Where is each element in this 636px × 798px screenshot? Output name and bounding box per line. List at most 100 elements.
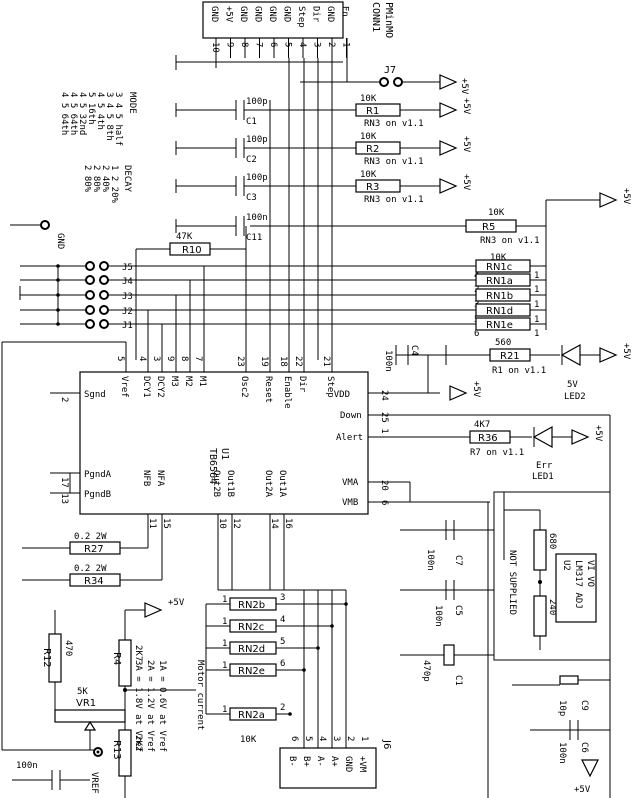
conn1-pin-number: 3	[312, 42, 322, 47]
svg-text:24: 24	[379, 390, 389, 401]
rn1-pin: 6	[474, 329, 479, 339]
rn1-pin: 1	[534, 271, 539, 281]
svg-text:U2: U2	[561, 560, 571, 571]
u1-pin-number: 15	[161, 518, 171, 529]
supply-label: +5V	[461, 174, 471, 191]
resistor-value: 10K	[360, 94, 377, 104]
u1-part: TB6564	[207, 448, 218, 484]
j6-pin-number: 4	[317, 736, 327, 741]
rn2-pin: 1	[222, 705, 227, 715]
conn1-ref: CONN1	[370, 2, 381, 32]
svg-text:VREF: VREF	[89, 772, 99, 794]
svg-text:R21: R21	[500, 351, 520, 362]
jumper-label: J2	[122, 307, 133, 317]
j6-pin-label: GND	[343, 756, 353, 772]
rn1-element-label: RN1c	[486, 262, 512, 273]
supply-arrow-icon	[439, 178, 458, 194]
svg-text:NOT SUPPLIED: NOT SUPPLIED	[507, 550, 517, 615]
jumper-pin	[85, 319, 95, 329]
conn1-pin-label: GND	[325, 6, 335, 22]
decay-table: DECAY 1 2 20%2 40%2 80%2 80%	[82, 165, 132, 204]
svg-text:+5V: +5V	[459, 78, 469, 95]
svg-text:2K2: 2K2	[133, 735, 143, 751]
resistor-ref: R1	[366, 106, 379, 117]
svg-text:C4: C4	[409, 345, 419, 356]
j6-pin-number: 3	[331, 736, 341, 741]
regulator-section: VI VO LM317 ADJ U2 680 240 NOT SUPPLIED	[493, 491, 611, 661]
j6-pin-label: A-	[315, 756, 325, 767]
conn1-pin-number: 9	[225, 42, 235, 47]
rn2-element-label: RN2d	[238, 644, 265, 655]
conn1-pin-label: GND	[267, 6, 277, 22]
ic-u1: TB6564 U1 5Vref4DCY13DCY29M38M27M123Osc2…	[50, 356, 610, 530]
u1-pin-number: 16	[283, 518, 293, 529]
svg-text:VMB: VMB	[342, 498, 358, 508]
svg-text:5K: 5K	[77, 687, 88, 697]
jumper-pin	[99, 290, 109, 300]
svg-text:10p: 10p	[557, 700, 567, 716]
supply-arrow-icon	[439, 74, 458, 90]
mode-jumpers: J5RN1c41J4RN1a21J3RN1b31J2RN1d51J1RN1e61	[19, 259, 546, 372]
capacitor-value: 100n	[246, 213, 268, 223]
jumper-pin	[85, 305, 95, 315]
led-icon	[560, 343, 581, 367]
svg-text:+5V: +5V	[168, 598, 185, 608]
conn1-pin-label: Dir	[311, 6, 321, 23]
signal-wires	[175, 38, 348, 360]
jumper-pin	[85, 275, 95, 285]
decay-row: 2 40%	[100, 165, 110, 193]
resistor-value: 10K	[360, 170, 377, 180]
led-icon	[532, 425, 553, 449]
svg-text:100n: 100n	[16, 761, 38, 771]
rn1-element-label: RN1d	[486, 306, 513, 317]
svg-text:Motor current: Motor current	[195, 660, 205, 730]
conn1-pin-label: GND	[209, 6, 219, 22]
svg-text:VR1: VR1	[76, 698, 96, 709]
jumper-label: J3	[122, 292, 133, 302]
u1-pin-name: Osc2	[239, 376, 249, 398]
svg-text:10K: 10K	[490, 253, 507, 263]
jumper-pin	[99, 275, 109, 285]
u1-pin-number: 9	[165, 356, 175, 361]
conn1-pin-label: GND	[253, 6, 263, 22]
svg-text:5V: 5V	[567, 380, 578, 390]
svg-text:100n: 100n	[557, 742, 567, 764]
u1-ref: U1	[219, 448, 230, 460]
output-capacitors: C9 10p C6 100n +5V	[512, 675, 610, 795]
conn1-pin-label: Step	[296, 6, 306, 28]
u1-pin-name: M1	[197, 376, 207, 387]
mode-row: 4 5 64th	[68, 92, 78, 135]
supply-arrow-icon	[439, 102, 458, 118]
resistor-note: RN3 on v1.1	[364, 157, 424, 167]
capacitor-ref: C2	[246, 155, 257, 165]
svg-text:Alert: Alert	[336, 433, 363, 443]
u1-pin-name: M3	[169, 376, 179, 387]
resistor-network-rn1: 10K	[490, 253, 507, 263]
u1-pin-number: 22	[293, 356, 303, 367]
svg-text:PgndB: PgndB	[84, 490, 111, 500]
svg-text:2: 2	[59, 397, 69, 402]
jumper-j7: J7 +5V	[300, 65, 469, 95]
j6-pin-label: B+	[301, 756, 311, 767]
rn2-pin: 1	[222, 639, 227, 649]
rn2-pin: 3	[280, 593, 285, 603]
svg-text:2K7: 2K7	[133, 645, 143, 661]
supply-arrow-icon	[581, 759, 599, 778]
mode-row: 4 5 64th	[59, 92, 69, 135]
svg-text:R4: R4	[111, 652, 122, 665]
u1-pin-name: Enable	[282, 376, 292, 409]
capacitor-value: 100p	[246, 135, 268, 145]
rn1-element-label: RN1b	[486, 291, 513, 302]
u1-pin-name: Out2A	[263, 470, 273, 498]
u1-pin-name: Vref	[119, 376, 129, 398]
svg-text:Down: Down	[340, 411, 362, 421]
conn1-pin-label: GND	[282, 6, 292, 22]
u1-pin-name: NFB	[141, 470, 151, 486]
svg-text:DECAY: DECAY	[122, 165, 132, 193]
u1-pin-number: 12	[231, 518, 241, 529]
svg-text:LED1: LED1	[532, 472, 554, 482]
rn2-pin: 2	[280, 703, 285, 713]
svg-text:R34: R34	[84, 576, 104, 587]
